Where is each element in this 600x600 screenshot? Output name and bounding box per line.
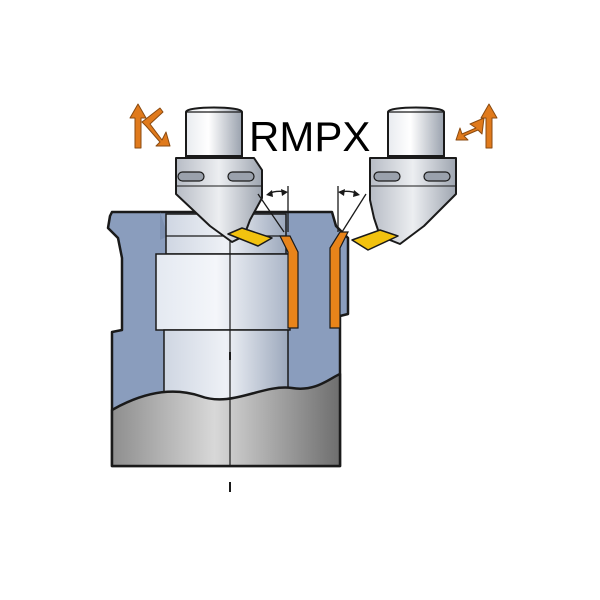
chip-left	[279, 235, 299, 329]
bore-middle	[155, 253, 291, 331]
right-tool-insert	[351, 229, 399, 251]
machined-surfaces	[279, 231, 349, 329]
chip-right	[329, 231, 349, 329]
right-tool-screw-2	[423, 171, 451, 182]
tool-designation-label: RMPX	[249, 113, 370, 160]
left-tool-shank	[185, 106, 243, 157]
feed-direction-arrows-icon	[129, 103, 498, 149]
bore-interior	[155, 213, 291, 401]
right-tool-shank	[387, 106, 445, 157]
angle-indicators	[257, 186, 367, 233]
left-tool-insert	[227, 227, 273, 247]
right-boring-tool	[351, 106, 457, 251]
right-tool-screw-1	[373, 171, 401, 182]
base-cut	[110, 372, 342, 468]
left-boring-tool	[175, 106, 273, 247]
base-section	[110, 372, 342, 468]
left-tool-screw-2	[227, 171, 255, 182]
left-tool-screw-1	[177, 171, 205, 182]
